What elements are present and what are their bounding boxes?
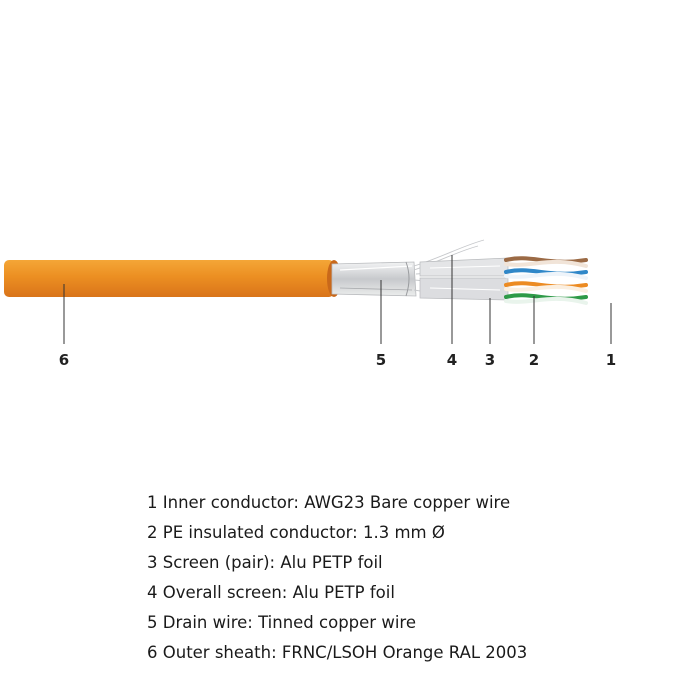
pair-screens [419,257,509,301]
pair-orange [504,281,588,293]
callout-3: 3 [484,351,496,369]
legend-item-1: 1 Inner conductor: AWG23 Bare copper wir… [147,493,511,512]
callout-2: 2 [528,351,540,369]
callout-5: 5 [375,351,387,369]
pair-brown [504,256,588,268]
pair-blue [504,268,588,280]
legend-item-4: 4 Overall screen: Alu PETP foil [147,583,395,602]
legend-item-2: 2 PE insulated conductor: 1.3 mm Ø [147,523,445,542]
callout-6: 6 [58,351,70,369]
legend-item-6: 6 Outer sheath: FRNC/LSOH Orange RAL 200… [147,643,528,662]
pair-green [504,293,588,305]
callout-4: 4 [446,351,458,369]
legend-item-5: 5 Drain wire: Tinned copper wire [147,613,416,632]
inner-conductors [584,258,630,305]
outer-sheath [4,260,341,297]
overall-foil [331,261,417,297]
legend: 1 Inner conductor: AWG23 Bare copper wir… [147,490,527,670]
legend-item-3: 3 Screen (pair): Alu PETP foil [147,553,383,572]
twisted-pairs [504,256,588,305]
callout-1: 1 [605,351,617,369]
leader-lines [63,255,612,344]
